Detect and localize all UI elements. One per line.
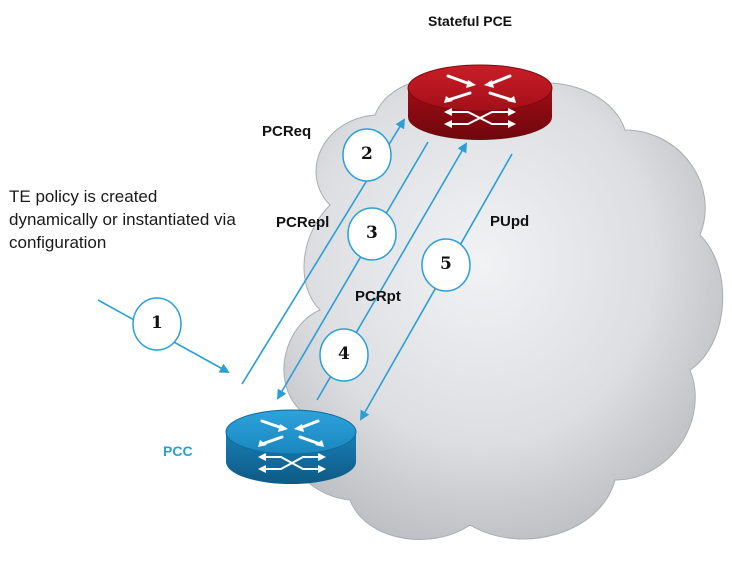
- pce-label: Stateful PCE: [428, 13, 513, 29]
- step-number-5: 5: [440, 254, 452, 274]
- step-number-3: 3: [366, 223, 378, 243]
- step-number-1: 1: [151, 313, 163, 333]
- message-label-pupd: PUpd: [490, 213, 530, 230]
- step-number-4: 4: [338, 344, 350, 364]
- pce-router-icon: [407, 64, 553, 140]
- pcc-label: PCC: [163, 443, 193, 459]
- arrow-pcrepl: [276, 141, 429, 400]
- step-circle-5: [421, 238, 471, 292]
- step-circles: [132, 128, 471, 382]
- step-circle-3: [347, 207, 397, 261]
- message-label-pcrpt: PCRpt: [355, 288, 401, 305]
- step-circle-2: [342, 128, 392, 182]
- step-circle-1: [132, 297, 182, 351]
- pcc-router-icon: [225, 409, 357, 484]
- message-label-pcrepl: PCRepl: [276, 214, 330, 231]
- message-label-pcreq: PCReq: [262, 123, 312, 140]
- step-circle-4: [319, 328, 369, 382]
- policy-description: TE policy is created dynamically or inst…: [9, 187, 236, 252]
- step-number-2: 2: [361, 144, 373, 164]
